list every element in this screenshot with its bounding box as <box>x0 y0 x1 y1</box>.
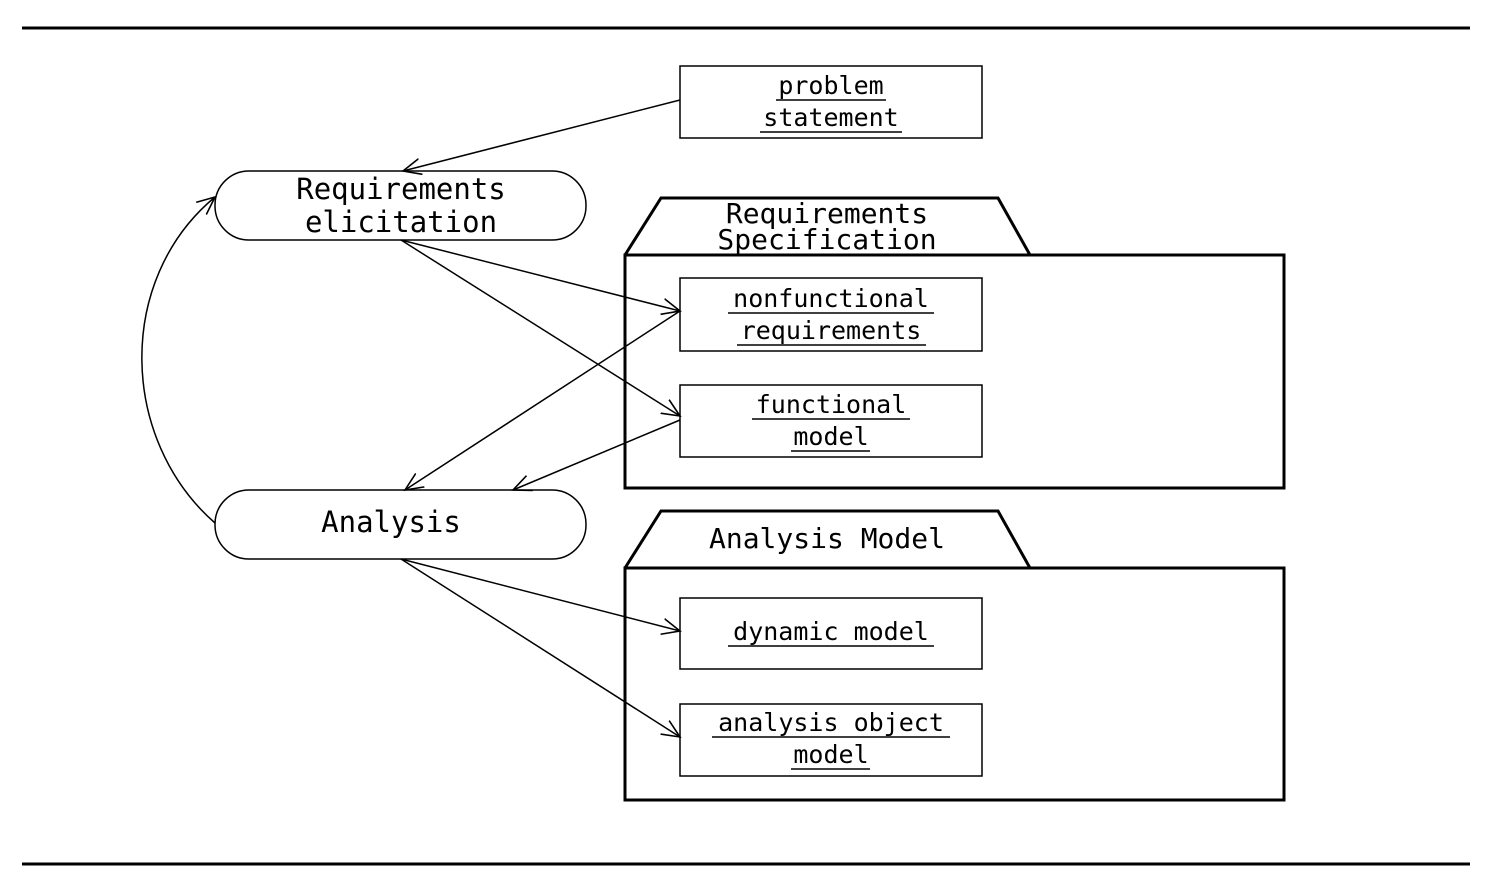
activity-requirements-elicitation: Requirements elicitation <box>214 170 587 241</box>
activity-analysis: Analysis <box>214 489 587 560</box>
object-box <box>679 277 983 352</box>
activity-shape <box>214 489 587 560</box>
flow-nonfunctional-to-analysis <box>405 310 681 490</box>
object-label-line1: analysis object <box>718 708 944 737</box>
activity-label-line1: Requirements <box>296 172 506 206</box>
flow-problem-statement-to-elicitation <box>403 99 681 171</box>
flow-elicitation-to-nonfunctional <box>400 239 680 311</box>
flow-analysis-back-to-elicitation <box>141 197 215 524</box>
package-analysis-model: Analysis Model <box>623 509 1286 802</box>
flow-analysis-to-dynamic-model <box>400 558 680 631</box>
package-body <box>623 566 1286 802</box>
object-box <box>679 703 983 777</box>
object-label-line2: model <box>793 740 868 769</box>
object-functional-model: functional model <box>679 384 983 458</box>
object-label-line2: model <box>793 422 868 451</box>
object-nonfunctional-requirements: nonfunctional requirements <box>679 277 983 352</box>
object-label-line1: problem <box>778 71 883 100</box>
object-label-line1: functional <box>756 390 907 419</box>
flow-functional-model-to-analysis <box>513 419 681 490</box>
flow-elicitation-to-functional-model <box>400 239 680 416</box>
activity-label: Analysis <box>321 505 461 539</box>
object-label-line1: nonfunctional <box>733 284 929 313</box>
package-title-line1: Requirements <box>726 197 928 230</box>
object-label-line2: requirements <box>741 316 922 345</box>
package-title-line2: Specification <box>717 223 936 256</box>
object-label-line1: dynamic model <box>733 617 929 646</box>
object-problem-statement: problem statement <box>679 65 983 139</box>
flow-analysis-to-analysis-object-model <box>400 558 680 737</box>
package-title: Analysis Model <box>709 522 945 555</box>
object-dynamic-model: dynamic model <box>679 597 983 670</box>
object-analysis-object-model: analysis object model <box>679 703 983 777</box>
object-box <box>679 65 983 139</box>
package-requirements-specification: Requirements Specification <box>623 196 1286 490</box>
package-tab <box>623 196 1032 256</box>
package-body <box>623 253 1286 490</box>
package-tab <box>623 509 1032 569</box>
object-box <box>679 384 983 458</box>
object-label-line2: statement <box>763 103 898 132</box>
activity-label-line2: elicitation <box>305 205 497 239</box>
